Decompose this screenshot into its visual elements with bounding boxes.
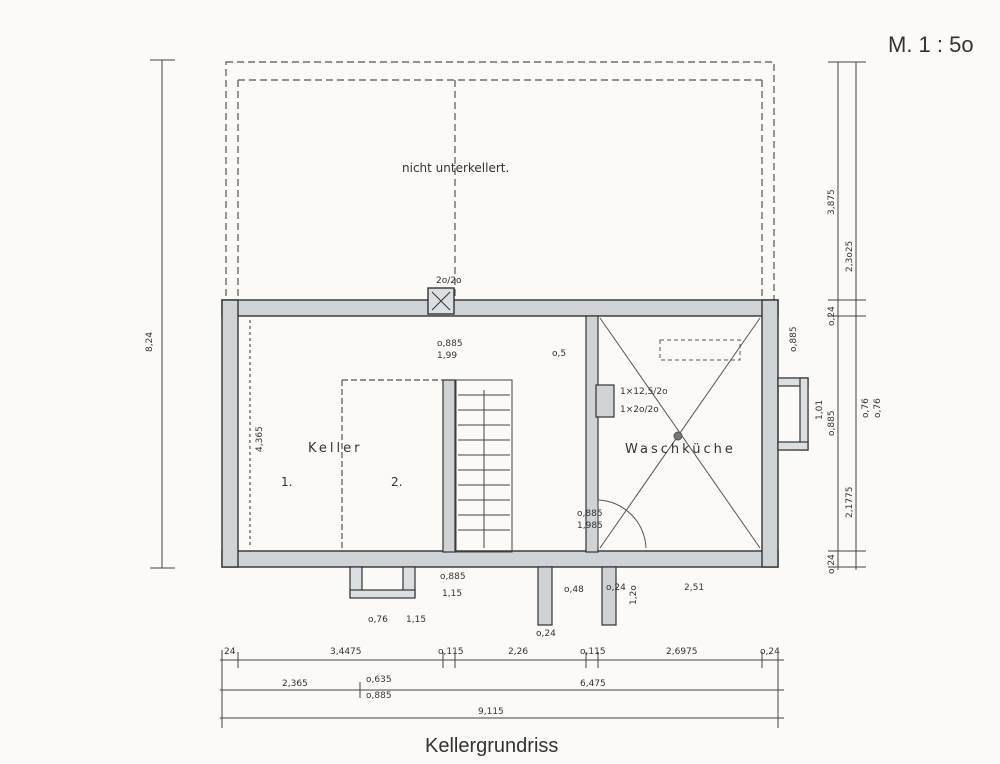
dim-row1-7: o,24 <box>760 647 780 657</box>
dim-row3: 9,115 <box>478 707 504 717</box>
dim-window-small-1: o,885 <box>789 326 799 352</box>
dim-bottom-misc-4: 1,15 <box>406 615 426 625</box>
keller-partition <box>249 320 443 552</box>
dim-right-wall-2: o,24 <box>827 554 837 574</box>
door-lower-height: 1,985 <box>577 521 603 531</box>
dim-bottom-misc-3: o,76 <box>368 615 388 625</box>
scale-label: M. 1 : 5o <box>888 32 974 57</box>
waschkueche-lines <box>597 317 761 549</box>
upper-note: nicht unterkellert. <box>402 161 509 175</box>
door-lower-width: o,885 <box>577 509 603 519</box>
staircase <box>455 379 513 553</box>
dim-row1-2: 3,4475 <box>330 647 362 657</box>
dim-right-wall-1: o,24 <box>827 306 837 326</box>
dim-row2-2: o,635 <box>366 675 392 685</box>
dim-row2-3: o,885 <box>366 691 392 701</box>
inner-walls <box>442 315 615 553</box>
dim-row1-4: 2,26 <box>508 647 528 657</box>
dim-row1-5: o,115 <box>580 647 606 657</box>
dim-row1-1: 24 <box>224 647 236 657</box>
dim-bottom-misc-2: 1,15 <box>442 589 462 599</box>
outer-walls <box>221 299 779 568</box>
small-opening: o,5 <box>552 349 566 359</box>
room-keller: Keller <box>308 441 362 456</box>
room-keller-2: 2. <box>391 475 402 489</box>
dim-window-right-1: o,76 <box>861 398 871 418</box>
room-keller-1: 1. <box>281 475 292 489</box>
chimney-label: 2o/2o <box>436 276 462 286</box>
flue-1: 1×12,5/2o <box>620 387 668 397</box>
dim-window-small-2: 1,01 <box>815 400 825 420</box>
window-bay-right <box>777 377 809 451</box>
dim-left-total: 8,24 <box>145 332 155 352</box>
dim-bottom-misc-6: 1,2o <box>629 585 639 605</box>
bottom-piers <box>537 566 617 626</box>
unexcavated-area <box>225 61 775 303</box>
dim-row1-6: 2,6975 <box>666 647 698 657</box>
light-well-bottom <box>349 566 416 599</box>
dim-window-right-2: o,76 <box>873 398 883 418</box>
flue-2: 1×2o/2o <box>620 405 659 415</box>
dim-right-lower: 2,1775 <box>845 487 855 519</box>
dim-bottom-misc-7: 2,51 <box>684 583 704 593</box>
dim-bottom-misc-1: o,885 <box>440 572 466 582</box>
dimension-lines <box>150 59 866 728</box>
room-waschkueche: Waschküche <box>625 442 736 457</box>
dim-bottom-misc-5: o,48 <box>564 585 584 595</box>
dim-right-upper: 2,3o25 <box>845 241 855 272</box>
dim-bottom-misc-8: o,24 <box>606 583 626 593</box>
dim-row2-4: 6,475 <box>580 679 606 689</box>
door-upper-width: o,885 <box>437 339 463 349</box>
door-upper-height: 1,99 <box>437 351 457 361</box>
dim-window-small-3: o,885 <box>827 410 837 436</box>
dim-left-inner: 4,365 <box>255 426 265 452</box>
chimney-cross <box>431 291 451 311</box>
dim-row2-1: 2,365 <box>282 679 308 689</box>
dim-bottom-misc-9: o,24 <box>536 629 556 639</box>
dim-right-top: 3,875 <box>827 189 837 215</box>
drawing-title: Kellergrundriss <box>425 735 558 757</box>
dim-row1-3: o,115 <box>438 647 464 657</box>
